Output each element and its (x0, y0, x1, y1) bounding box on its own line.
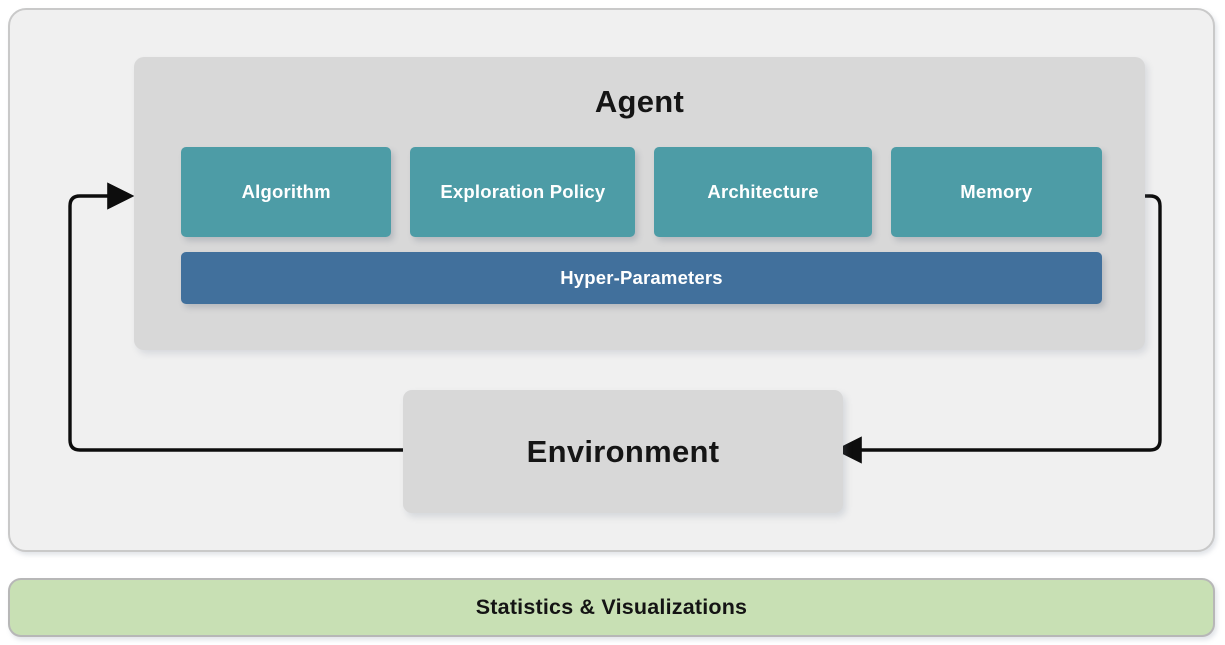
agent-title: Agent (594, 84, 685, 119)
agent-component-algorithm[interactable]: Algorithm (181, 147, 392, 237)
environment-title: Environment (526, 433, 720, 469)
agent-component-architecture[interactable]: Architecture (654, 147, 872, 237)
statistics-visualizations-label: Statistics & Visualizations (475, 595, 748, 619)
agent-component-exploration-policy[interactable]: Exploration Policy (410, 147, 636, 237)
statistics-visualizations-bar[interactable]: Statistics & Visualizations (8, 578, 1215, 637)
agent-component-memory[interactable]: Memory (890, 147, 1103, 237)
agent-component-label: Algorithm (241, 181, 331, 202)
agent-container: Agent Algorithm Exploration Policy Archi… (134, 57, 1145, 350)
environment-container[interactable]: Environment (403, 390, 843, 513)
hyper-parameters-bar[interactable]: Hyper-Parameters (181, 252, 1102, 304)
agent-component-label: Exploration Policy (440, 181, 606, 202)
agent-component-row: Algorithm Exploration Policy Architectur… (181, 147, 1103, 237)
agent-component-label: Architecture (707, 181, 819, 202)
architecture-panel: Agent Algorithm Exploration Policy Archi… (8, 8, 1215, 552)
agent-component-label: Memory (960, 181, 1033, 202)
hyper-parameters-label: Hyper-Parameters (560, 267, 723, 288)
